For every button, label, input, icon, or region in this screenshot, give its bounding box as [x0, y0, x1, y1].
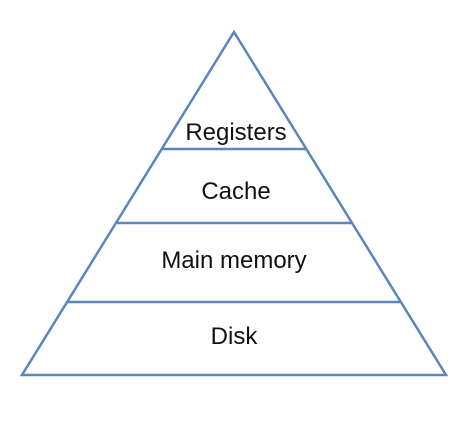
level-label-registers: Registers [185, 119, 286, 146]
level-label-main-memory: Main memory [161, 247, 306, 274]
level-label-cache: Cache [201, 178, 270, 205]
level-label-disk: Disk [211, 323, 259, 350]
pyramid-outline [19, 29, 449, 377]
